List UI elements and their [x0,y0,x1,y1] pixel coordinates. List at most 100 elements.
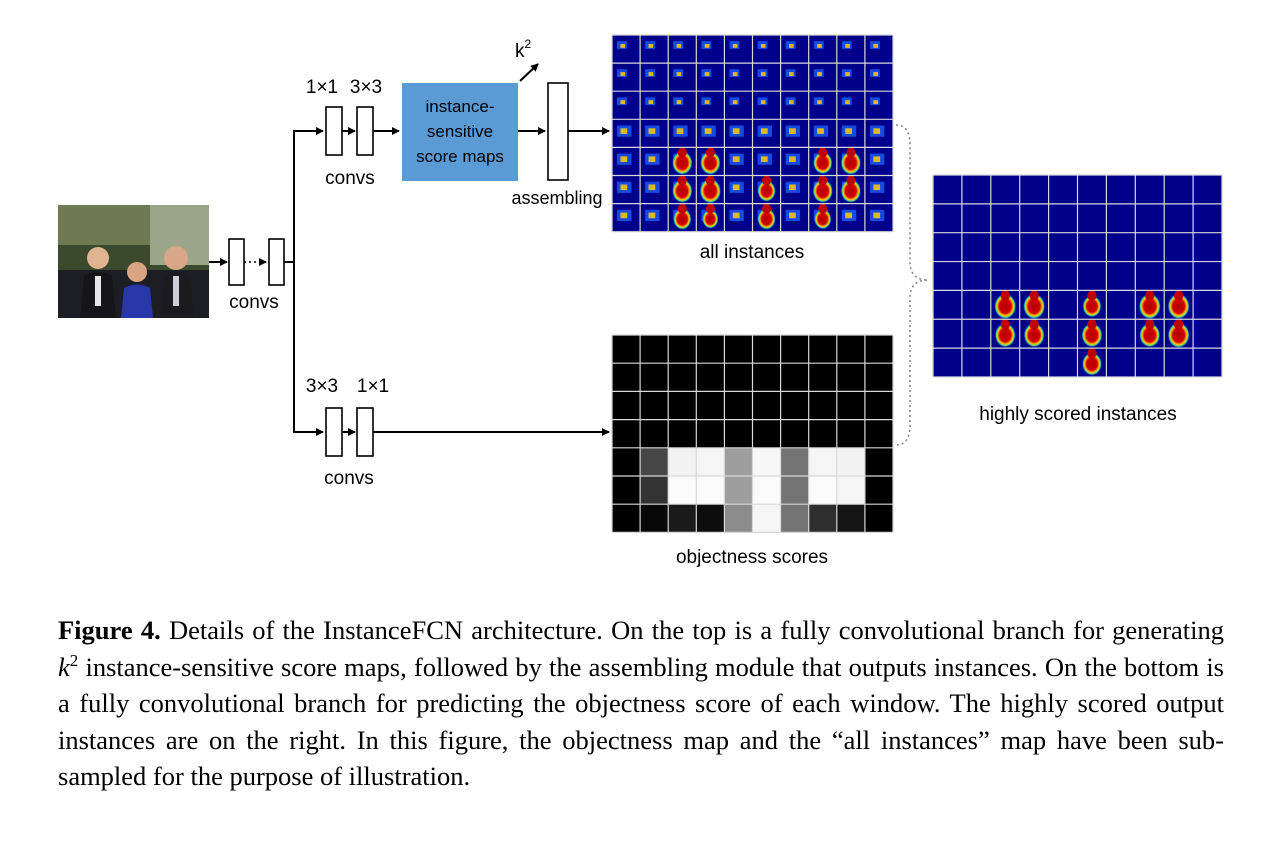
instance-mask [732,128,740,134]
instance-mask [677,175,687,186]
objectness-cell [612,504,641,533]
objectness-cell [752,391,781,420]
instance-mask [676,128,684,134]
instance-mask [700,151,721,175]
bottom-kernel-1x1-label: 1×1 [357,376,389,397]
instance-mask [672,151,693,175]
instance-mask [620,100,626,105]
instance-mask [840,179,861,203]
objectness-cell [612,391,641,420]
instance-mask [1167,293,1190,319]
objectness-cell [864,447,893,476]
top-convs-label: convs [325,168,375,189]
instance-mask [676,72,682,76]
instance-mask [702,209,719,229]
instance-mask [1087,319,1097,330]
instance-mask [704,72,710,76]
objectness-cell [752,419,781,448]
instance-mask [1087,348,1097,359]
objectness-cell [836,447,865,476]
instance-mask [677,203,687,214]
instance-mask [620,72,626,76]
objectness-cell [640,335,669,364]
instance-mask [648,100,654,105]
instance-mask [994,323,1016,348]
instance-mask [873,100,878,105]
instance-mask [817,100,822,105]
instance-mask [818,203,828,214]
objectness-cell [640,504,669,533]
instance-mask [704,43,710,48]
objectness-cell [668,504,697,533]
objectness-cell [612,363,641,392]
instance-mask [994,293,1017,319]
objectness-cell [612,335,641,364]
instance-mask [813,151,833,175]
instance-mask [818,147,828,158]
instance-mask [840,151,861,175]
objectness-cell [808,363,837,392]
instance-mask [1023,323,1045,348]
instance-mask [760,128,768,134]
instance-mask [873,212,881,219]
objectness-cell [640,476,669,505]
objectness-cell [808,476,837,505]
instance-mask [760,43,766,48]
instance-mask [845,72,850,76]
backbone-convs-label: convs [229,292,279,313]
score-maps-label-2: sensitive [427,122,493,141]
instance-mask [676,100,682,105]
objectness-cell [752,335,781,364]
objectness-cell [668,363,697,392]
caption-k-exp: 2 [69,650,79,670]
objectness-cell [724,363,753,392]
objectness-cell [836,335,865,364]
instance-mask [732,72,738,76]
bottom-kernel-3x3-label: 3×3 [306,376,338,397]
objectness-cell [752,476,781,505]
instance-mask [1174,290,1184,301]
objectness-cell [696,363,725,392]
instance-mask [789,184,796,191]
instance-mask [1167,322,1190,348]
instance-mask [676,43,682,48]
objectness-cell [780,391,809,420]
instance-mask [620,156,628,163]
objectness-cell [640,419,669,448]
instance-mask [1138,293,1161,319]
figure-caption: Figure 4. Details of the InstanceFCN arc… [58,612,1224,795]
instance-mask [814,209,832,230]
objectness-cell [612,419,641,448]
instance-mask [732,156,740,163]
score-maps-label-1: instance- [426,97,495,116]
all-instances-label: all instances [700,242,805,263]
objectness-cell [724,419,753,448]
objectness-score-grid [611,334,894,534]
objectness-cell [836,504,865,533]
instance-mask [1087,290,1097,301]
objectness-cell [640,447,669,476]
instance-mask [1000,290,1010,301]
objectness-cell [612,476,641,505]
instance-mask [704,100,710,105]
instance-mask [846,147,856,158]
instance-mask [1145,319,1155,330]
instance-mask [760,156,768,163]
objectness-cell [640,363,669,392]
instance-mask [845,43,850,48]
objectness-cell [696,391,725,420]
instance-mask [648,72,654,76]
objectness-cell [780,447,809,476]
instance-mask [789,100,794,105]
instance-mask [704,128,712,134]
instance-mask [789,128,796,134]
caption-k: k [58,651,70,682]
instance-mask [873,156,881,163]
instance-mask [620,212,628,219]
instance-mask [705,175,715,186]
objectness-cell [696,447,725,476]
instance-mask [1082,295,1102,318]
instance-mask [1082,352,1102,376]
instance-mask [817,72,822,76]
instance-mask [1000,319,1010,330]
